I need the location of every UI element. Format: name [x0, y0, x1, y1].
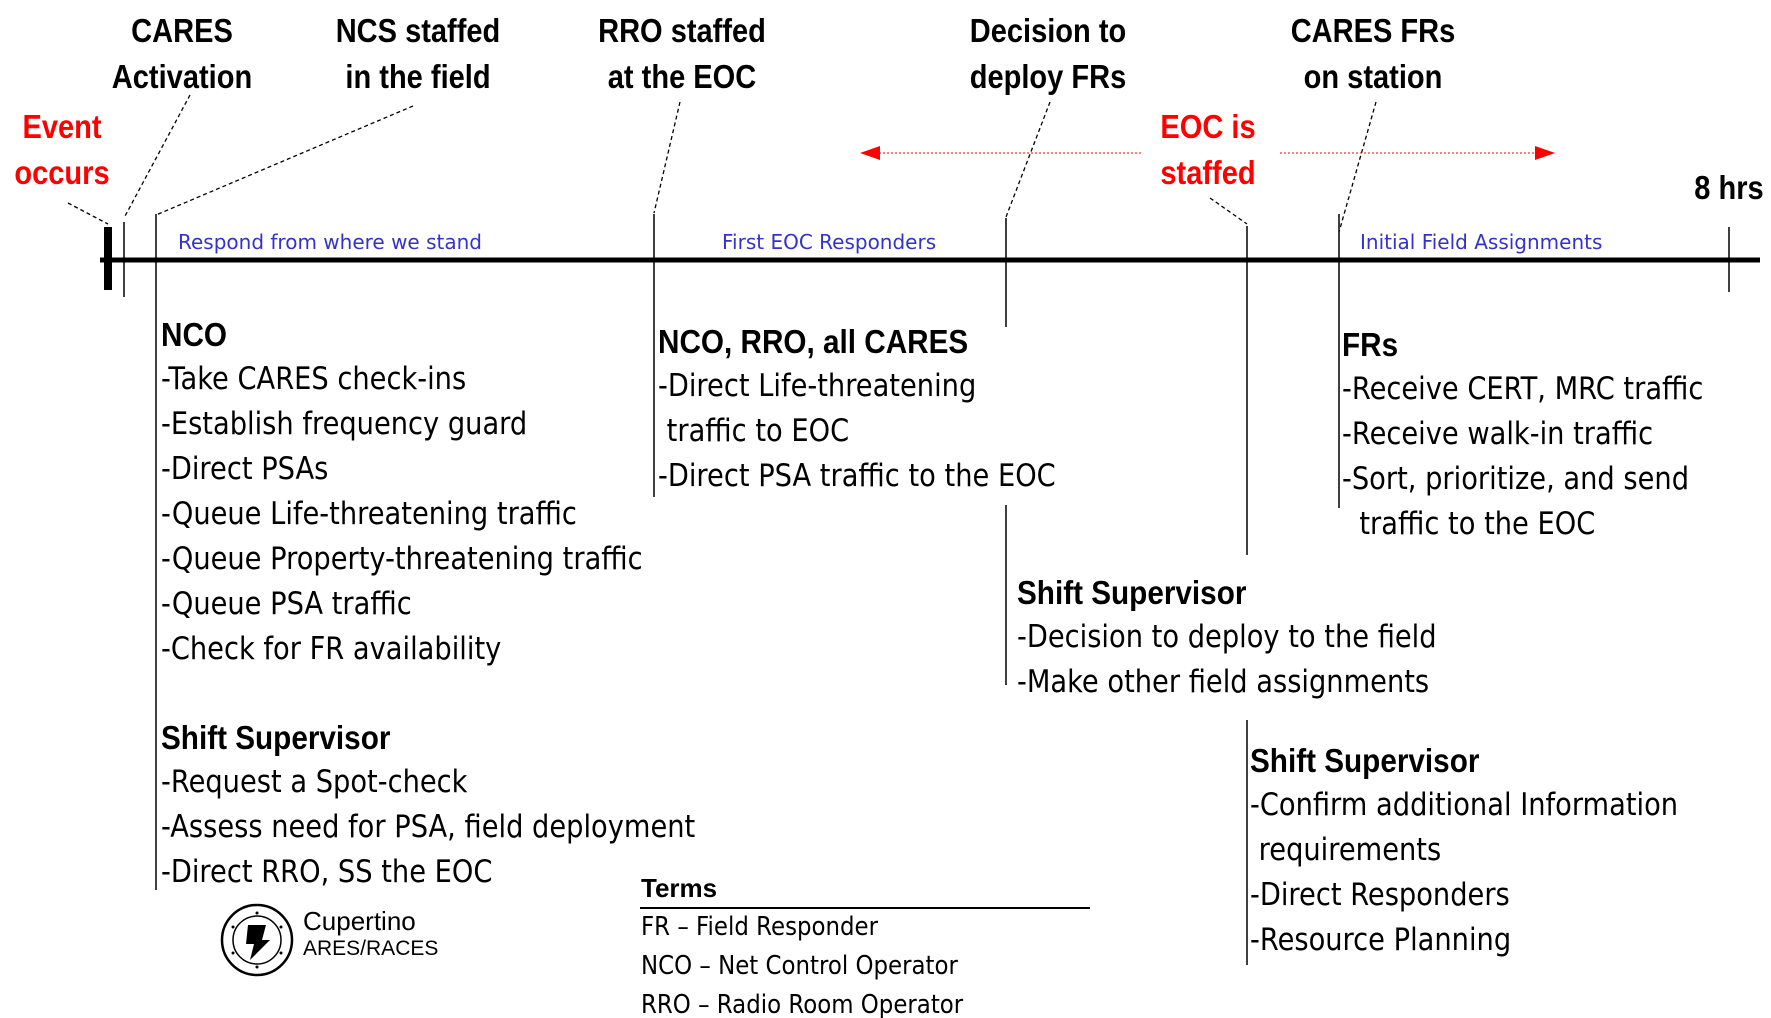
list-item: -Receive walk-in traffic — [1342, 416, 1654, 452]
nco-rro-block: NCO, RRO, all CARES -Direct Life-threate… — [658, 319, 1110, 499]
list-item: -Take CARES check-ins — [161, 361, 467, 397]
logo-name: Cupertino — [303, 906, 416, 936]
list-item: -Queue PSA traffic — [161, 586, 412, 622]
list-item: -Direct PSAs — [161, 451, 329, 487]
ss3-block: Shift Supervisor -Confirm additional Inf… — [1250, 738, 1736, 963]
term-item: FR – Field Responder — [641, 912, 879, 942]
phase-first-eoc-label: First EOC Responders — [722, 230, 937, 254]
term-item: RRO – Radio Room Operator — [641, 990, 964, 1018]
ares-seal-icon — [220, 903, 294, 977]
logo-subtitle: ARES/RACES — [303, 937, 439, 960]
list-item: -Resource Planning — [1250, 922, 1512, 958]
eoc-staffed-leader — [1209, 197, 1248, 225]
list-item: traffic to EOC — [658, 413, 850, 449]
list-item: -Make other field assignments — [1017, 664, 1430, 700]
ss1-title: Shift Supervisor — [161, 719, 391, 756]
list-item: -Check for FR availability — [161, 631, 502, 667]
ss2-title: Shift Supervisor — [1017, 574, 1247, 611]
terms-list: FR – Field Responder NCO – Net Control O… — [641, 908, 1007, 1018]
frs-block: FRs -Receive CERT, MRC traffic -Receive … — [1342, 322, 1753, 547]
nco-title: NCO — [161, 316, 228, 353]
list-item: -Queue Property-threatening traffic — [161, 541, 643, 577]
list-item: -Decision to deploy to the field — [1017, 619, 1437, 655]
terms-title: Terms — [641, 873, 718, 903]
phase-respond-label: Respond from where we stand — [178, 230, 482, 254]
nco-block: NCO -Take CARES check-ins -Establish fre… — [161, 312, 708, 672]
ss3-title: Shift Supervisor — [1250, 742, 1480, 779]
list-item: -Receive CERT, MRC traffic — [1342, 371, 1704, 407]
event-leader — [67, 202, 109, 225]
ss1-block: Shift Supervisor -Request a Spot-check -… — [161, 715, 768, 895]
list-item: -Direct Responders — [1250, 877, 1510, 913]
decision-leader — [1005, 101, 1051, 218]
list-item: -Sort, prioritize, and send — [1342, 461, 1690, 497]
frs-title: FRs — [1342, 326, 1399, 363]
phase-field-assignments-label: Initial Field Assignments — [1360, 230, 1603, 254]
ss2-block: Shift Supervisor -Decision to deploy to … — [1017, 570, 1494, 705]
activation-leader — [123, 94, 191, 219]
end-time-label: 8 hrs — [1694, 169, 1764, 206]
nco-rro-title: NCO, RRO, all CARES — [658, 323, 969, 360]
list-item: -Establish frequency guard — [161, 406, 528, 442]
list-item: -Direct PSA traffic to the EOC — [658, 458, 1056, 494]
ncs-leader — [155, 105, 414, 216]
logo: Cupertino ARES/RACES — [303, 906, 438, 962]
list-item: -Confirm additional Information — [1250, 787, 1679, 823]
frs-leader — [1338, 101, 1377, 233]
list-item: traffic to the EOC — [1342, 506, 1596, 542]
list-item: -Direct Life-threatening — [658, 368, 977, 404]
term-item: NCO – Net Control Operator — [641, 951, 958, 981]
rro-leader — [653, 101, 681, 214]
list-item: -Queue Life-threatening traffic — [161, 496, 577, 532]
list-item: -Direct RRO, SS the EOC — [161, 854, 493, 890]
list-item: -Request a Spot-check — [161, 764, 468, 800]
eoc-arrow-right-head — [1535, 146, 1555, 160]
eoc-arrow-left-head — [860, 146, 880, 160]
list-item: -Assess need for PSA, field deployment — [161, 809, 696, 845]
list-item: requirements — [1250, 832, 1442, 868]
